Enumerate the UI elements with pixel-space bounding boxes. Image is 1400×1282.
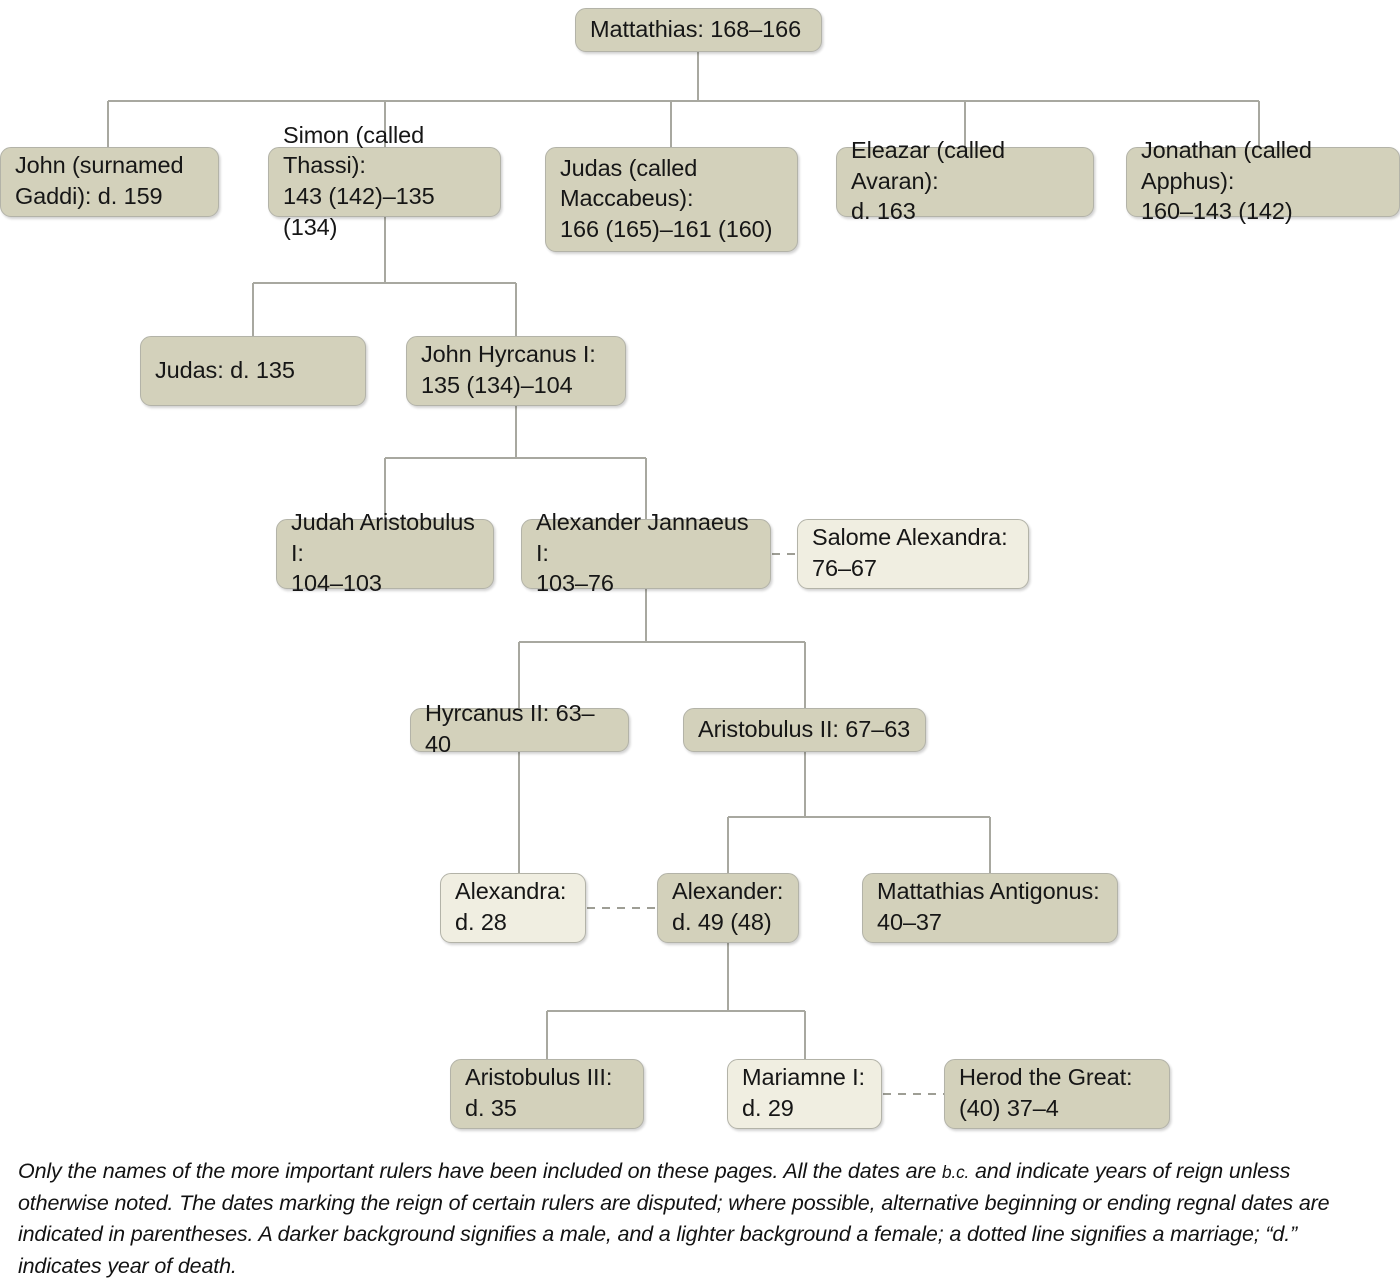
node-judah_arist_i[interactable]: Judah Aristobulus I: 104–103 xyxy=(276,509,494,596)
caption-line-3: darker background signifies a male, and … xyxy=(18,1222,1298,1278)
node-aristobulus_iii[interactable]: Aristobulus III: d. 35 xyxy=(450,1059,644,1129)
node-label-judas_macc: Judas (called Maccabeus): 166 (165)–161 … xyxy=(560,154,773,242)
node-jannaeus[interactable]: Alexander Jannaeus I: 103–76 xyxy=(521,509,771,596)
diagram-caption: Only the names of the more important rul… xyxy=(18,1156,1386,1282)
node-label-hyrcanus_ii: Hyrcanus II: 63–40 xyxy=(425,700,595,757)
node-jonathan[interactable]: Jonathan (called Apphus): 160–143 (142) xyxy=(1126,137,1400,224)
node-label-mattathias: Mattathias: 168–166 xyxy=(590,15,802,42)
caption-bc-abbrev: b.c. xyxy=(942,1162,970,1182)
caption-line-2: The dates marking the reign of certain r… xyxy=(18,1190,1330,1247)
node-label-alexandra: Alexandra: d. 28 xyxy=(455,878,567,935)
node-label-judas_135: Judas: d. 135 xyxy=(155,356,295,383)
node-eleazar[interactable]: Eleazar (called Avaran): d. 163 xyxy=(836,137,1094,224)
node-label-hyrcanus_i: John Hyrcanus I: 135 (134)–104 xyxy=(421,341,596,398)
node-mattathias[interactable]: Mattathias: 168–166 xyxy=(575,8,822,52)
node-label-aristobulus_iii: Aristobulus III: d. 35 xyxy=(465,1064,613,1121)
node-label-john_gaddi: John (surnamed Gaddi): d. 159 xyxy=(15,152,184,209)
node-label-eleazar: Eleazar (called Avaran): d. 163 xyxy=(851,137,1005,225)
node-judas_135[interactable]: Judas: d. 135 xyxy=(140,336,366,406)
node-alexander[interactable]: Alexander: d. 49 (48) xyxy=(657,873,799,943)
caption-line-1a: Only the names of the more important rul… xyxy=(18,1159,943,1183)
node-label-judah_arist_i: Judah Aristobulus I: 104–103 xyxy=(291,509,475,597)
node-salome[interactable]: Salome Alexandra: 76–67 xyxy=(797,519,1029,589)
node-label-mattathias_ant: Mattathias Antigonus: 40–37 xyxy=(877,878,1100,935)
node-label-jannaeus: Alexander Jannaeus I: 103–76 xyxy=(536,509,749,597)
node-hyrcanus_ii[interactable]: Hyrcanus II: 63–40 xyxy=(410,700,629,757)
node-label-herod: Herod the Great: (40) 37–4 xyxy=(959,1064,1133,1121)
node-label-salome: Salome Alexandra: 76–67 xyxy=(812,524,1008,581)
node-alexandra[interactable]: Alexandra: d. 28 xyxy=(440,873,586,943)
node-label-aristobulus_ii: Aristobulus II: 67–63 xyxy=(698,715,911,742)
node-simon[interactable]: Simon (called Thassi): 143 (142)–135 (13… xyxy=(268,122,501,240)
node-aristobulus_ii[interactable]: Aristobulus II: 67–63 xyxy=(683,708,926,752)
node-label-jonathan: Jonathan (called Apphus): 160–143 (142) xyxy=(1141,137,1312,225)
node-judas_macc[interactable]: Judas (called Maccabeus): 166 (165)–161 … xyxy=(545,147,798,252)
caption-line-1b: and indicate years of reign unless other… xyxy=(18,1159,1291,1215)
node-mattathias_ant[interactable]: Mattathias Antigonus: 40–37 xyxy=(862,873,1118,943)
node-herod[interactable]: Herod the Great: (40) 37–4 xyxy=(944,1059,1170,1129)
node-label-alexander: Alexander: d. 49 (48) xyxy=(672,878,784,935)
node-hyrcanus_i[interactable]: John Hyrcanus I: 135 (134)–104 xyxy=(406,336,626,406)
node-mariamne[interactable]: Mariamne I: d. 29 xyxy=(727,1059,882,1129)
node-label-simon: Simon (called Thassi): 143 (142)–135 (13… xyxy=(283,121,435,240)
node-label-mariamne: Mariamne I: d. 29 xyxy=(742,1064,865,1121)
node-john_gaddi[interactable]: John (surnamed Gaddi): d. 159 xyxy=(0,147,219,217)
